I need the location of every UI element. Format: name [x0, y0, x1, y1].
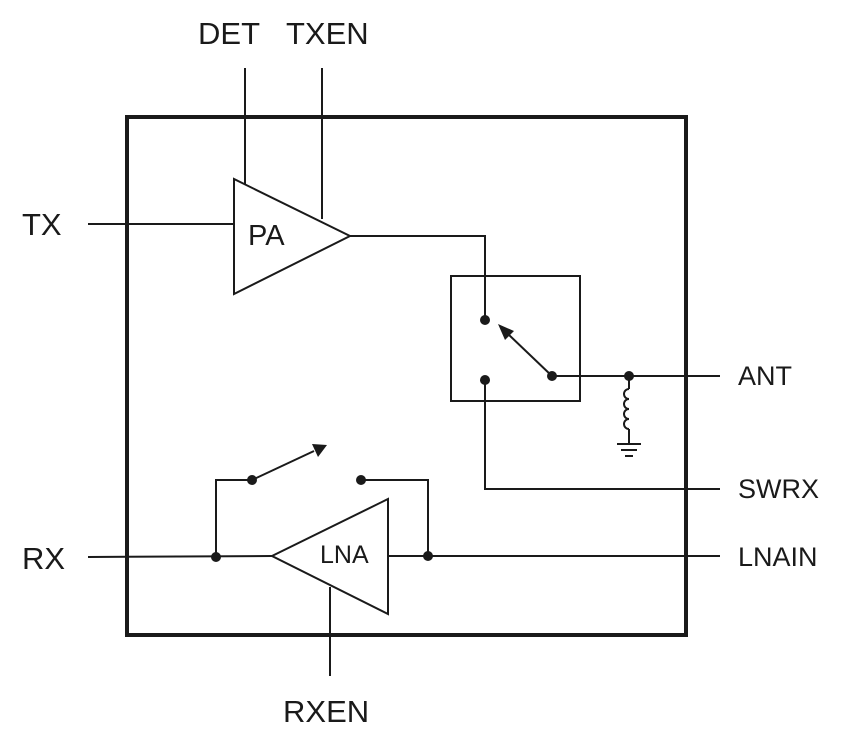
pin-label-lnain: LNAIN [738, 542, 818, 572]
swrx-wire [484, 380, 720, 490]
pin-label-ant: ANT [738, 361, 792, 391]
bypass-right-wire [361, 479, 429, 556]
lna-label: LNA [320, 541, 369, 569]
inductor-coil-icon [623, 388, 630, 430]
pa-amplifier [233, 177, 353, 296]
switch-arrow-icon [498, 324, 514, 340]
switch-arm [507, 333, 553, 377]
lnain-junction [423, 551, 433, 561]
pin-label-det: DET [198, 16, 260, 51]
pin-label-rx: RX [22, 541, 65, 576]
pin-label-rxen: RXEN [283, 694, 369, 729]
pin-label-tx: TX [22, 207, 62, 242]
switch-tx-contact [480, 315, 490, 325]
bypass-left-wire [215, 479, 252, 557]
pa-label: PA [248, 220, 285, 252]
pin-label-swrx: SWRX [738, 474, 819, 504]
bypass-arrow-icon [312, 444, 327, 457]
pa-output-wire [350, 235, 486, 320]
rx-wire [87, 555, 273, 558]
tr-switch-box [450, 275, 581, 402]
bypass-switch-arm [251, 450, 315, 481]
pin-label-txen: TXEN [286, 16, 369, 51]
